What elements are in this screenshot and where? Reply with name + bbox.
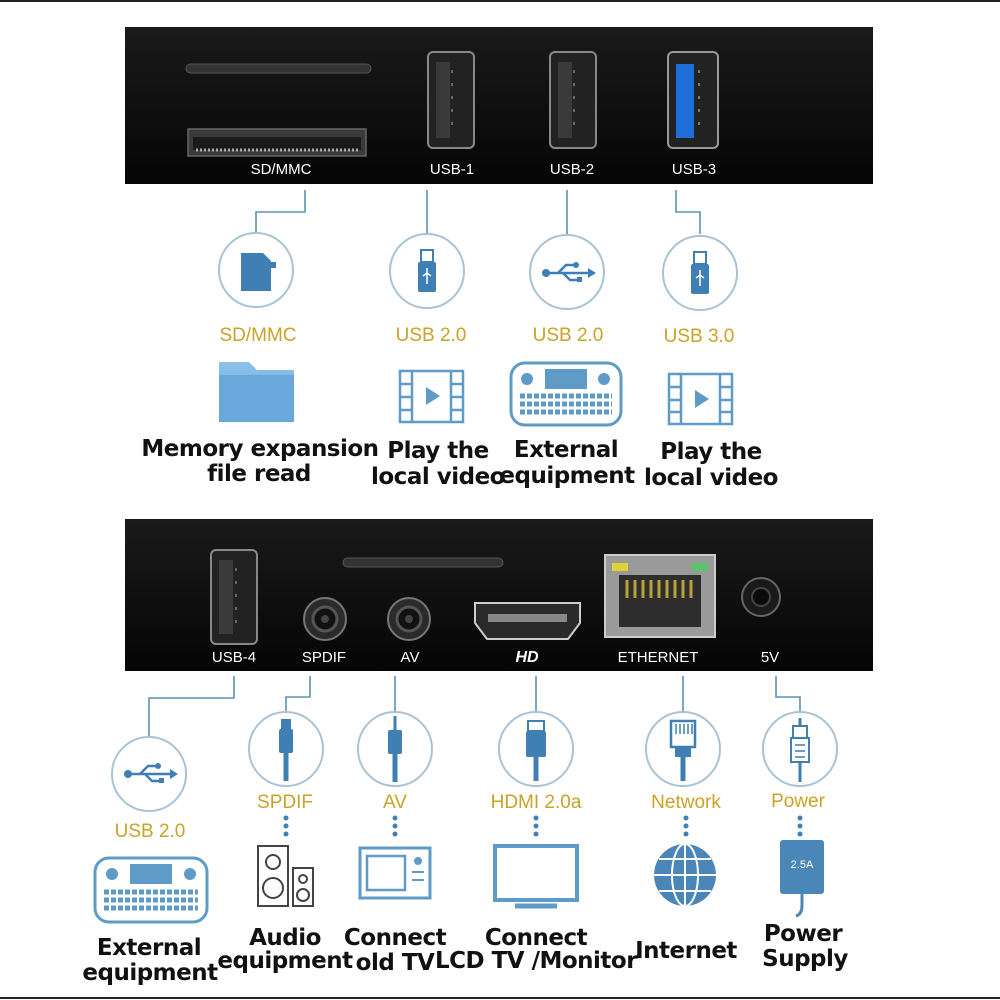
usb-2-port	[549, 51, 597, 149]
description-usb-2-line2: equipment	[499, 463, 635, 489]
hdmi-port	[474, 602, 581, 640]
description-usb-4-line1: External	[97, 935, 201, 961]
old-tv-icon	[358, 846, 432, 900]
card-slot-bottom	[342, 557, 504, 568]
bottom-border	[0, 997, 1000, 999]
connector-spdif	[285, 676, 311, 712]
category-usb-1: USB 2.0	[396, 325, 467, 346]
category-hdmi: HDMI 2.0a	[491, 792, 582, 813]
wireless-keyboard-4-icon	[93, 856, 209, 924]
adapter-rating: 2.5A	[791, 859, 814, 871]
category-spdif: SPDIF	[257, 792, 313, 813]
port-label-usb-4: USB-4	[212, 649, 256, 666]
dc-plug-icon	[762, 711, 838, 787]
description-av-line1: Connect	[344, 925, 447, 951]
card-slot-thin	[185, 63, 372, 74]
description-spdif-line2: equipment	[217, 948, 353, 974]
usb-symbol-icon	[529, 234, 605, 310]
wireless-keyboard-icon	[509, 361, 623, 427]
port-label-usb-3: USB-3	[672, 161, 716, 178]
top-device-panel: SD/MMC USB-1 USB-2 USB-3	[125, 27, 873, 184]
port-label-usb-1: USB-1	[430, 161, 474, 178]
hdmi-cable-icon	[498, 711, 574, 787]
description-hdmi-line1: Connect	[485, 925, 588, 951]
power-jack	[741, 577, 781, 617]
ethernet-port	[604, 554, 716, 638]
description-power-line1: Power	[764, 921, 844, 947]
usb-4-port	[210, 549, 258, 645]
top-border	[0, 0, 1000, 2]
connector-5v	[775, 676, 801, 712]
port-label-spdif: SPDIF	[302, 649, 346, 666]
category-power: Power	[771, 791, 826, 812]
globe-icon	[654, 843, 716, 907]
av-jack	[387, 597, 431, 641]
description-usb-1-line1: Play the	[387, 438, 489, 464]
description-power-line2: Supply	[762, 946, 848, 972]
bottom-device-panel: USB-4 SPDIF AV HD ETHERNET 5V	[125, 519, 873, 671]
description-spdif-line1: Audio	[249, 925, 321, 951]
av-cable-icon	[357, 711, 433, 787]
power-adapter-icon: 2.5A	[780, 840, 824, 918]
rj45-cable-icon	[645, 711, 721, 787]
description-sd-mmc-line1: Memory expansion	[141, 436, 378, 462]
usb-3-port	[667, 51, 719, 149]
dotted-leaders	[283, 815, 803, 837]
optical-cable-icon	[248, 711, 324, 787]
category-usb-4: USB 2.0	[115, 821, 186, 842]
port-label-ethernet: ETHERNET	[618, 649, 699, 666]
port-label-sd-mmc: SD/MMC	[251, 161, 312, 178]
category-sd-mmc: SD/MMC	[219, 325, 296, 346]
port-label-5v: 5V	[761, 649, 779, 666]
port-label-hd: HD	[515, 649, 539, 666]
video-file-3-icon	[667, 372, 734, 426]
description-usb-1-line2: local video	[371, 464, 505, 490]
description-usb-2-line1: External	[514, 437, 618, 463]
speakers-icon	[257, 845, 314, 907]
description-av-line2: old TV	[356, 950, 435, 976]
description-network: Internet	[635, 938, 737, 964]
port-label-av: AV	[401, 649, 420, 666]
port-label-usb-2: USB-2	[550, 161, 594, 178]
video-file-icon	[398, 369, 465, 424]
category-network: Network	[651, 792, 721, 813]
usb-stick-icon	[389, 233, 465, 309]
category-av: AV	[383, 792, 407, 813]
usb-1-port	[427, 51, 475, 149]
usb-stick-3-icon	[662, 235, 738, 311]
spdif-jack	[303, 597, 347, 641]
usb-symbol-4-icon	[111, 736, 187, 812]
description-usb-4-line2: equipment	[82, 960, 218, 986]
category-usb-3: USB 3.0	[664, 326, 735, 347]
description-sd-mmc-line2: file read	[207, 461, 311, 487]
description-usb-3-line1: Play the	[660, 439, 762, 465]
connector-usb-3	[675, 190, 701, 234]
category-usb-2: USB 2.0	[533, 325, 604, 346]
sd-card-icon	[218, 232, 294, 308]
sd-mmc-slot	[187, 128, 367, 157]
connector-sd	[255, 190, 306, 234]
description-usb-3-line2: local video	[644, 465, 778, 491]
folder-icon	[219, 362, 294, 422]
monitor-icon	[493, 844, 579, 909]
connector-usb-4	[148, 676, 235, 737]
description-hdmi-line2: LCD TV /Monitor	[435, 948, 638, 974]
